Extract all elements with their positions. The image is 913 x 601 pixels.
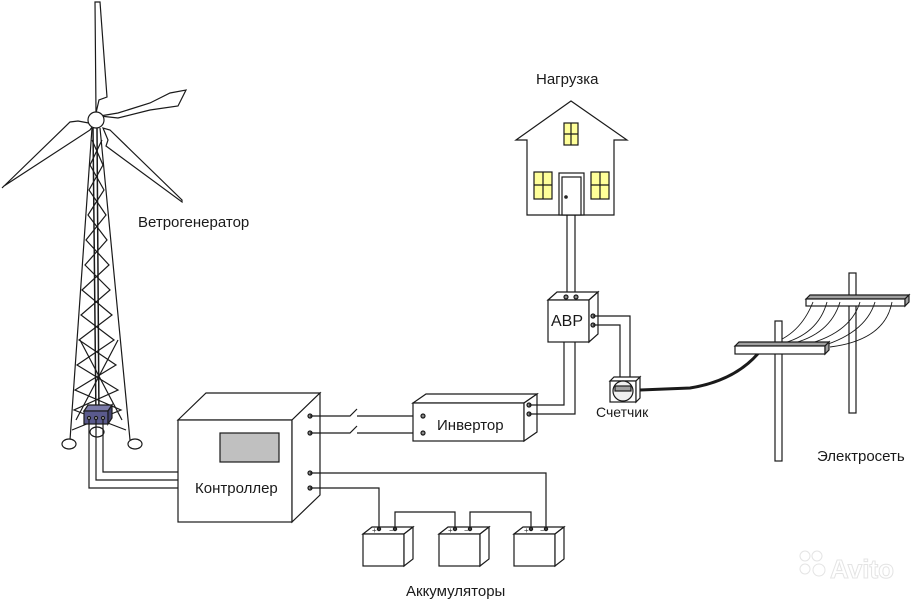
battery-3-plus: + — [524, 526, 529, 535]
battery-2 — [437, 525, 491, 568]
wire-controller-batteries — [310, 472, 547, 527]
pole-front — [774, 320, 783, 462]
battery-3-minus: − — [540, 526, 545, 535]
battery-2-minus: − — [464, 526, 469, 535]
power-poles — [733, 272, 911, 462]
turbine-blade-left — [1, 120, 96, 189]
wire-generator-controller — [88, 420, 178, 489]
battery-bank — [361, 511, 566, 568]
wire-ats-meter — [593, 315, 631, 378]
label-inverter: Инвертор — [437, 417, 504, 434]
inverter-box — [411, 392, 539, 443]
wire-inverter-ats — [529, 342, 576, 415]
label-grid: Электросеть — [817, 448, 905, 465]
turbine-tail-vane — [99, 89, 188, 119]
label-controller: Контроллер — [195, 480, 278, 497]
avito-watermark: Avito — [799, 550, 895, 585]
battery-1 — [361, 525, 415, 568]
label-ats: АВР — [551, 313, 583, 330]
battery-2-plus: + — [448, 526, 453, 535]
turbine-hub — [87, 111, 105, 129]
generator-box — [82, 404, 114, 412]
wind-turbine — [1, 1, 188, 450]
turbine-tower — [69, 127, 131, 441]
controller-box — [176, 391, 322, 524]
battery-1-plus: + — [372, 526, 377, 535]
house — [514, 100, 629, 216]
wire-house-ats — [566, 215, 576, 297]
controller-display — [219, 432, 280, 463]
label-wind-generator: Ветрогенератор — [138, 214, 249, 231]
label-batteries: Аккумуляторы — [406, 583, 505, 600]
label-meter: Счетчик — [596, 404, 649, 420]
wire-controller-inverter — [310, 408, 422, 434]
label-load: Нагрузка — [536, 71, 599, 88]
meter-box — [608, 375, 642, 404]
avito-logo-text: Avito — [830, 554, 894, 584]
ats-box — [546, 290, 600, 344]
battery-1-minus: − — [389, 526, 394, 535]
turbine-blade-right — [101, 127, 183, 204]
battery-3 — [512, 525, 566, 568]
turbine-blade-top — [94, 1, 108, 114]
